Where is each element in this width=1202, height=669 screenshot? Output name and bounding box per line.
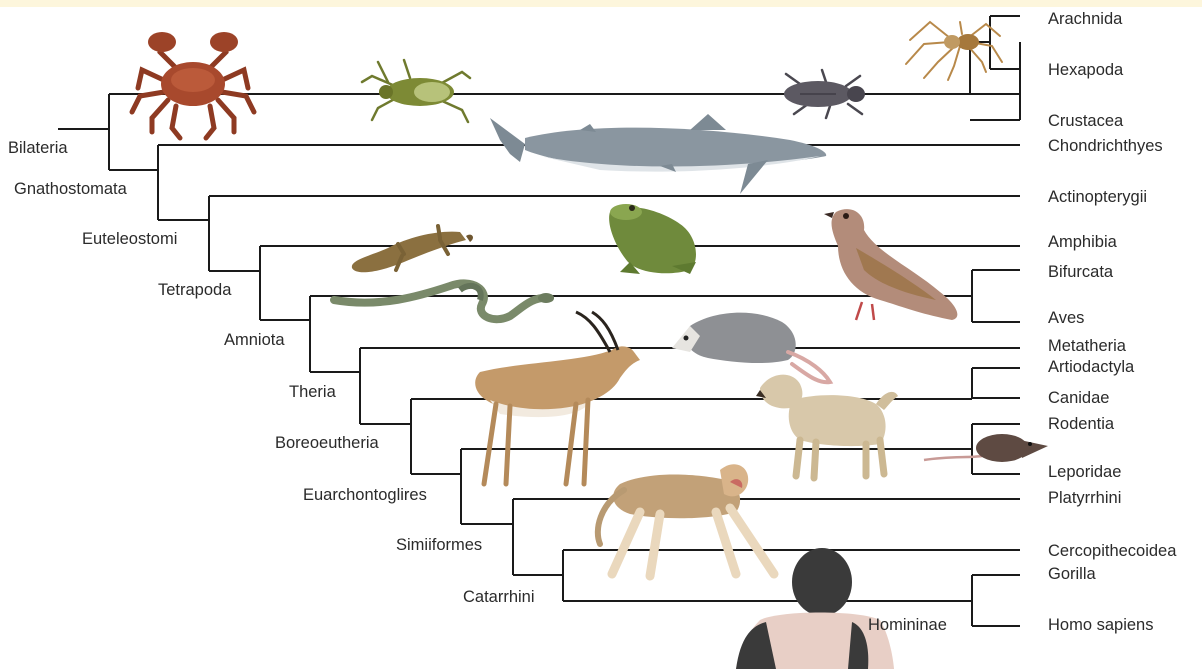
taxon-label-bifurcata: Bifurcata — [1048, 263, 1114, 281]
clade-label-euteleostomi: Euteleostomi — [82, 230, 177, 248]
taxon-label-canidae: Canidae — [1048, 389, 1109, 407]
frog-illustration — [609, 204, 696, 274]
newt-illustration — [352, 226, 473, 272]
beetle-illustration — [784, 70, 865, 118]
taxon-label-cercopithecoidea: Cercopithecoidea — [1048, 542, 1177, 560]
taxon-label-artiodactyla: Artiodactyla — [1048, 358, 1135, 376]
taxon-label-hexapoda: Hexapoda — [1048, 61, 1124, 79]
clade-label-tetrapoda: Tetrapoda — [158, 281, 232, 299]
taxon-label-metatheria: Metatheria — [1048, 337, 1127, 355]
human-illustration — [736, 548, 894, 669]
crab-illustration — [132, 32, 254, 138]
clade-label-euarchontoglires: Euarchontoglires — [303, 486, 427, 504]
branch-crustacea-stem — [970, 42, 1020, 120]
taxon-label-aves: Aves — [1048, 309, 1084, 327]
clade-label-boreoeutheria: Boreoeutheria — [275, 434, 379, 452]
clade-label-simiiformes: Simiiformes — [396, 536, 482, 554]
clade-label-catarrhini: Catarrhini — [463, 588, 535, 606]
taxon-label-arachnida: Arachnida — [1048, 10, 1123, 28]
taxon-label-chondrichthyes: Chondrichthyes — [1048, 137, 1163, 155]
clade-label-homininae: Homininae — [868, 616, 947, 634]
clade-label-bilateria: Bilateria — [8, 139, 68, 157]
taxon-label-actinopterygii: Actinopterygii — [1048, 188, 1147, 206]
shark-illustration — [490, 114, 826, 194]
dog-illustration — [756, 375, 898, 478]
clade-label-theria: Theria — [289, 383, 337, 401]
clade-label-amniota: Amniota — [224, 331, 285, 349]
taxon-label-rodentia: Rodentia — [1048, 415, 1115, 433]
taxon-label-gorilla: Gorilla — [1048, 565, 1097, 583]
water-bug-illustration — [362, 60, 470, 122]
dove-illustration — [824, 209, 957, 320]
taxon-label-crustacea: Crustacea — [1048, 112, 1124, 130]
snake-illustration — [334, 283, 554, 319]
taxon-labels: Arachnida Hexapoda Crustacea Chondrichth… — [1048, 10, 1177, 634]
taxon-label-platyrrhini: Platyrrhini — [1048, 489, 1121, 507]
spider-illustration — [906, 22, 1002, 80]
tree-branches — [58, 16, 1020, 626]
taxon-label-leporidae: Leporidae — [1048, 463, 1121, 481]
macaque-illustration — [598, 464, 774, 576]
taxon-label-homo-sapiens: Homo sapiens — [1048, 616, 1153, 634]
clade-label-gnathostomata: Gnathostomata — [14, 180, 128, 198]
taxon-label-amphibia: Amphibia — [1048, 233, 1118, 251]
